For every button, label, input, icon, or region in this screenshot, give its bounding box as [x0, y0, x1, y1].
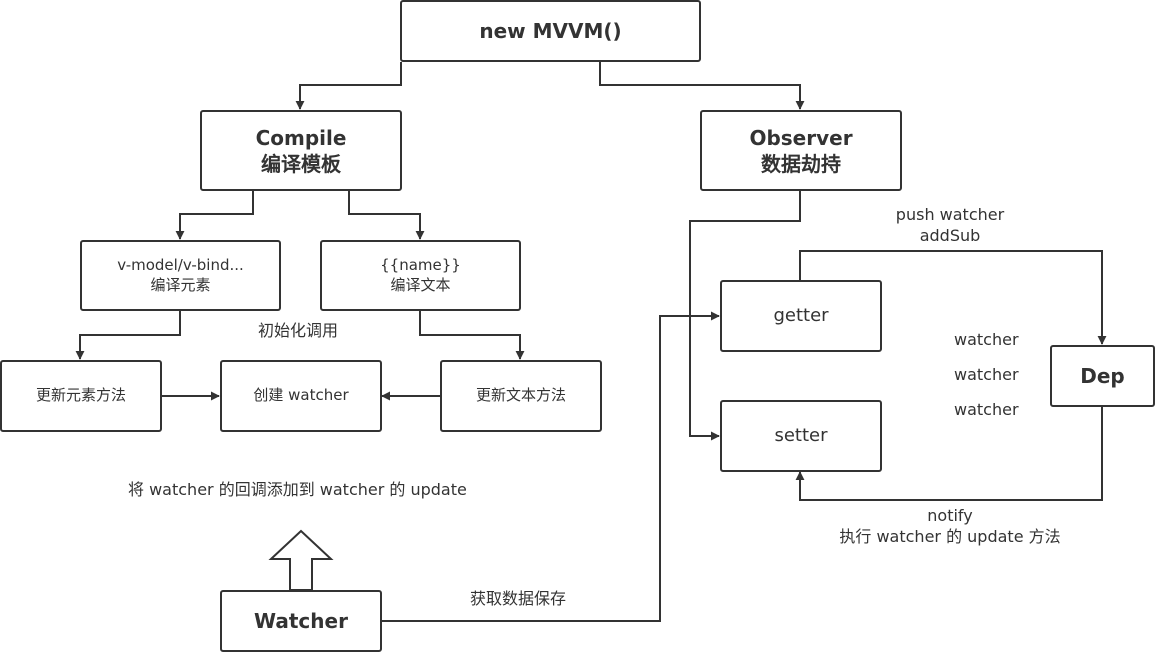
arrow-compile-to-name	[348, 191, 425, 240]
getter-text: getter	[773, 305, 829, 327]
vmodel-title: v-model/v-bind...	[117, 256, 244, 274]
new-mvvm-node[interactable]: new MVVM()	[400, 0, 701, 62]
arrow-mvvm-to-observer	[599, 62, 805, 110]
compile-node[interactable]: Compile 编译模板	[200, 110, 402, 191]
get-data-save-label: 获取数据保存	[470, 589, 567, 608]
arrow-compile-to-vmodel	[175, 191, 254, 240]
vmodel-subtitle: 编译元素	[150, 275, 211, 294]
init-call-label: 初始化调用	[258, 321, 339, 340]
new-mvvm-text: new MVVM()	[479, 19, 622, 43]
arrow-mvvm-to-compile	[295, 62, 402, 110]
add-sub-label: addSub	[919, 226, 981, 245]
watcher-node[interactable]: Watcher	[220, 590, 382, 652]
exec-update-label: 执行 watcher 的 update 方法	[839, 527, 1061, 546]
notify-label: notify	[927, 506, 973, 525]
add-callback-label: 将 watcher 的回调添加到 watcher 的 update	[128, 480, 467, 499]
setter-node[interactable]: setter	[720, 400, 882, 472]
setter-text: setter	[774, 425, 828, 447]
getter-node[interactable]: getter	[720, 280, 882, 352]
arrow-getter-to-dep	[799, 250, 1107, 345]
update-element-node[interactable]: 更新元素方法	[0, 360, 162, 432]
name-subtitle: 编译文本	[390, 275, 451, 294]
arrow-name-to-update-text	[419, 311, 525, 360]
arrow-observer-to-setter	[689, 191, 801, 441]
dep-watcher-label-1: watcher	[954, 330, 1019, 349]
create-watcher-text: 创建 watcher	[253, 386, 349, 405]
update-element-text: 更新元素方法	[35, 386, 126, 405]
dep-watcher-label-3: watcher	[954, 400, 1019, 419]
observer-subtitle: 数据劫持	[761, 151, 841, 176]
compile-title: Compile	[255, 125, 347, 150]
watcher-text: Watcher	[254, 609, 348, 633]
arrow-dep-to-setter	[795, 406, 1103, 501]
compile-subtitle: 编译模板	[261, 151, 341, 176]
name-title: {{name}}	[380, 256, 461, 274]
update-text-text: 更新文本方法	[475, 386, 566, 405]
dep-node[interactable]: Dep	[1050, 345, 1155, 407]
arrow-watcher-to-getter	[381, 311, 720, 622]
name-node[interactable]: {{name}} 编译文本	[320, 240, 521, 311]
update-text-node[interactable]: 更新文本方法	[440, 360, 602, 432]
push-watcher-label: push watcher	[895, 205, 1005, 224]
hollow-up-arrow	[268, 529, 334, 591]
create-watcher-node[interactable]: 创建 watcher	[220, 360, 382, 432]
dep-watcher-label-2: watcher	[954, 365, 1019, 384]
vmodel-node[interactable]: v-model/v-bind... 编译元素	[80, 240, 281, 311]
observer-node[interactable]: Observer 数据劫持	[700, 110, 902, 191]
dep-text: Dep	[1080, 364, 1125, 388]
arrow-vmodel-to-update-element	[75, 311, 181, 360]
observer-title: Observer	[749, 125, 853, 150]
